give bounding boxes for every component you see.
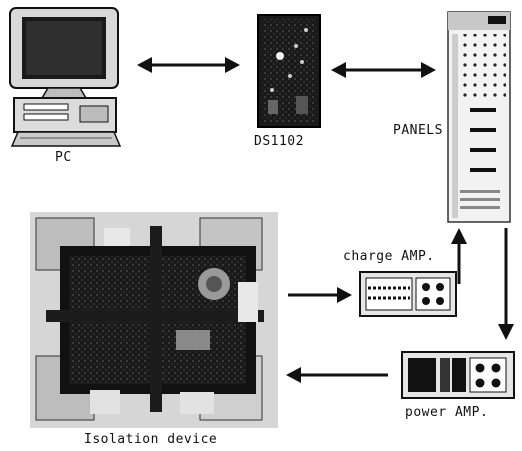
power-amp-unit	[401, 351, 515, 399]
charge-to-panels-arrow	[451, 228, 467, 284]
isolation-to-charge-arrow	[288, 287, 352, 303]
isolation-device-photo	[30, 212, 278, 428]
panels-rack	[447, 11, 511, 223]
panels-label: PANELS	[393, 123, 443, 138]
pc-computer	[9, 7, 122, 147]
ds1102-panels-link-arrow	[331, 62, 436, 78]
power-to-isolation-arrow	[286, 367, 388, 383]
ds1102-board	[257, 14, 321, 128]
isolation-device-label: Isolation device	[84, 432, 218, 447]
ds1102-label: DS1102	[254, 134, 304, 149]
pc-label: PC	[55, 150, 72, 165]
panels-to-power-arrow	[498, 228, 514, 340]
charge-amp-unit	[359, 271, 457, 317]
pc-ds1102-link-arrow	[137, 57, 240, 73]
charge-amp-label: charge AMP.	[343, 249, 435, 264]
power-amp-label: power AMP.	[405, 405, 489, 420]
